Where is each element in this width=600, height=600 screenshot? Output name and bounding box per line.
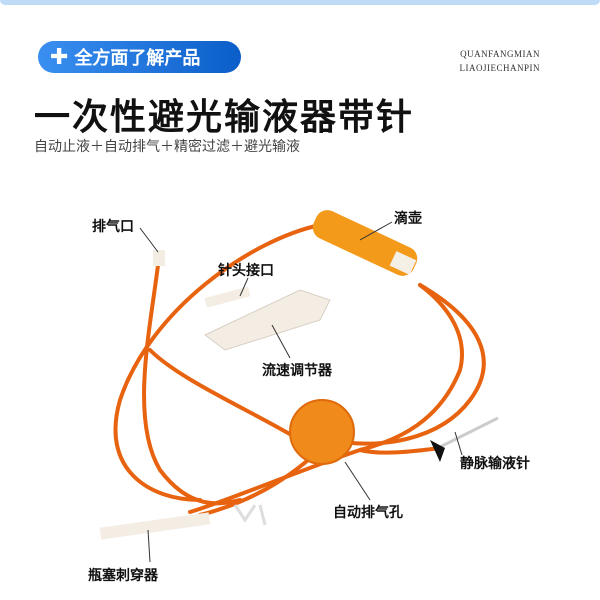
label-flow-regulator: 流速调节器: [262, 362, 332, 378]
label-auto-vent-hole: 自动排气孔: [333, 504, 403, 520]
badge-label: 全方面了解产品: [74, 48, 201, 68]
top-band: [0, 0, 600, 5]
label-leader-lines: [139, 221, 463, 563]
drip-chamber: [312, 210, 418, 276]
pinyin-line-2: LIAOJIECHANPIN: [459, 63, 540, 73]
bottle-spike: [99, 504, 267, 540]
iv-needle: [430, 416, 499, 462]
auto-vent-filter: [289, 399, 355, 465]
plus-icon: ✚: [50, 44, 69, 69]
flow-regulator: [204, 289, 331, 351]
label-needle-connector: 针头接口: [218, 262, 274, 278]
tubing: [113, 223, 486, 517]
pinyin-line-1: QUANFANGMIAN: [460, 49, 540, 59]
learn-product-badge: ✚ 全方面了解产品: [38, 41, 241, 73]
needle-connector: [204, 286, 251, 308]
label-iv-needle: 静脉输液针: [460, 455, 530, 471]
subtitle: 自动止液＋自动排气＋精密过滤＋避光输液: [34, 138, 300, 154]
pinyin-caption: QUANFANGMIAN LIAOJIECHANPIN: [460, 47, 541, 75]
label-spike: 瓶塞刺穿器: [88, 567, 158, 583]
label-drip-chamber: 滴壶: [394, 210, 422, 226]
label-vent: 排气口: [92, 218, 134, 234]
vent-cap: [153, 250, 165, 266]
page-title: 一次性避光输液器带针: [34, 96, 415, 137]
